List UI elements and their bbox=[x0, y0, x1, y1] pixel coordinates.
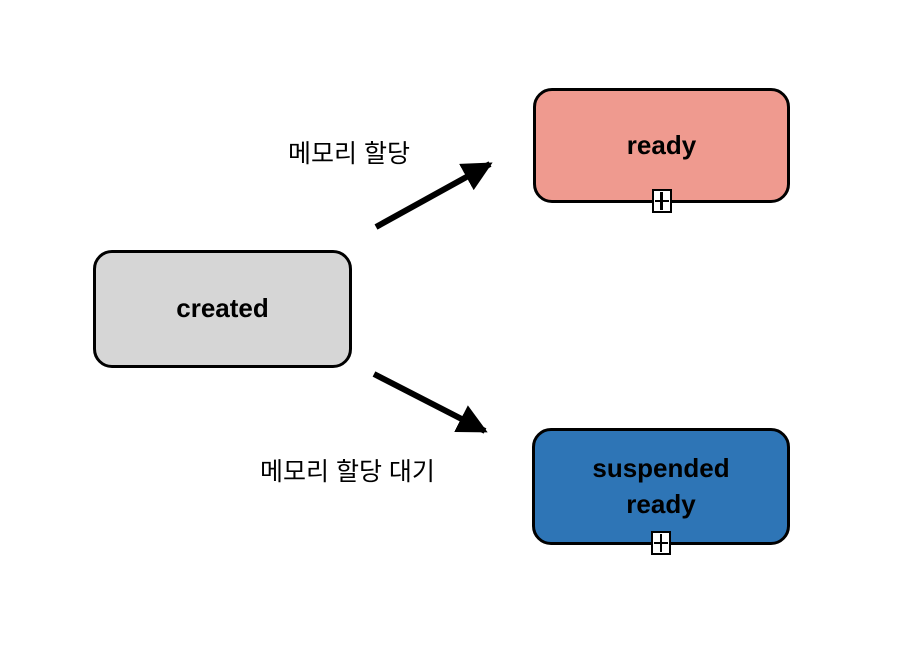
node-suspended-ready-label: suspended ready bbox=[592, 453, 730, 519]
edge-memory-alloc-wait-arrow bbox=[372, 371, 488, 434]
edge-label-memory-alloc-wait: 메모리 할당 대기 bbox=[260, 458, 435, 486]
plus-expand-icon[interactable] bbox=[651, 189, 672, 213]
node-created[interactable]: created bbox=[93, 250, 352, 368]
plus-expand-icon[interactable] bbox=[651, 531, 671, 555]
node-created-label: created bbox=[176, 293, 269, 324]
edge-label-memory-alloc: 메모리 할당 bbox=[288, 140, 410, 168]
node-ready-label: ready bbox=[626, 129, 697, 160]
node-ready[interactable]: ready bbox=[533, 88, 790, 213]
node-suspended-ready[interactable]: suspended ready bbox=[532, 428, 790, 555]
edge-memory-alloc-arrow bbox=[374, 161, 493, 230]
